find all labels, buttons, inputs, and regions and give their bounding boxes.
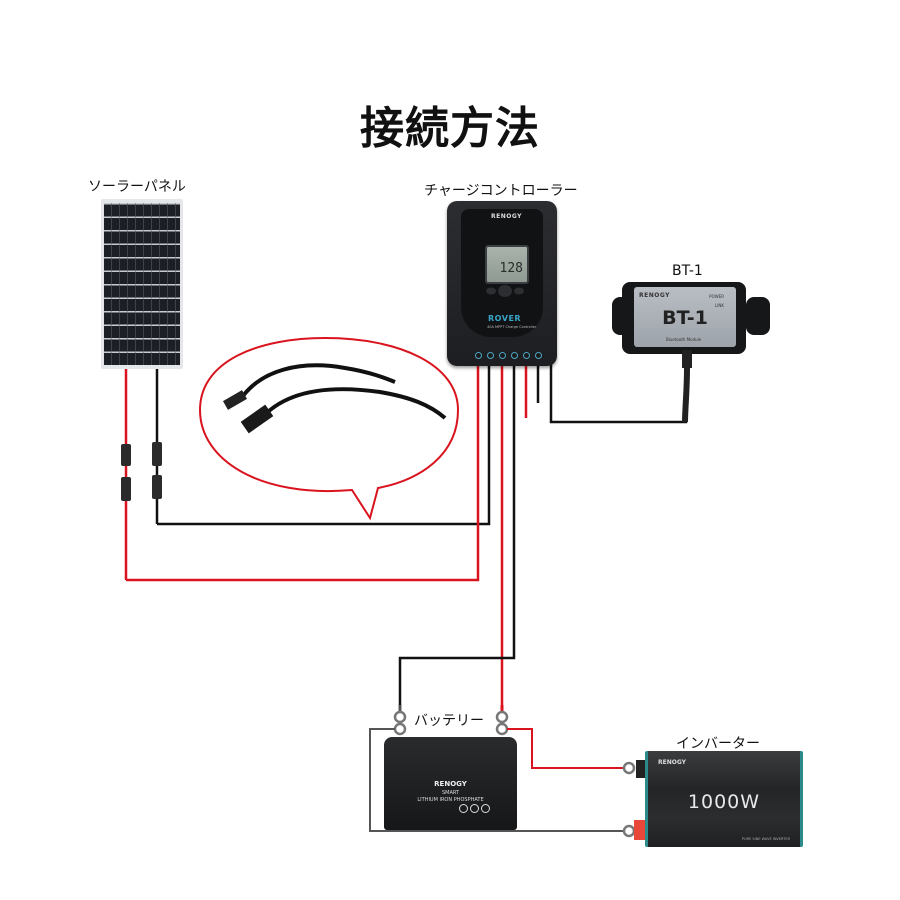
battery: RENOGY SMART LITHIUM IRON PHOSPHATE	[384, 737, 517, 830]
cert-icon	[459, 804, 468, 813]
inverter-ring-pos	[622, 761, 636, 775]
bt-indicator-power: POWER	[709, 294, 724, 299]
pv-negative-run	[157, 364, 491, 526]
controller-buttons[interactable]	[485, 284, 525, 298]
battery-brand: RENOGY	[434, 780, 467, 788]
bt-module-face: RENOGY POWER LINK BT-1 Bluetooth Module	[634, 287, 736, 347]
inverter-terminal-positive	[634, 820, 648, 840]
bt-face-text: BT-1	[662, 307, 708, 329]
lcd-value: 128	[499, 261, 523, 276]
ring-terminal-pos-top	[495, 710, 509, 724]
pv-positive-run	[126, 364, 480, 582]
connector-negative-top	[152, 442, 162, 466]
controller-brand: RENOGY	[491, 213, 522, 220]
controller-terminal	[475, 352, 482, 359]
inverter-ring-neg	[622, 824, 636, 838]
battery-line2: LITHIUM IRON PHOSPHATE	[417, 797, 484, 803]
battery-line1: SMART	[441, 790, 460, 796]
controller-lcd: 128	[485, 245, 529, 284]
battery-negative-run	[398, 364, 516, 705]
charge-controller-label: チャージコントローラー	[424, 183, 578, 199]
connector-positive-bottom	[121, 477, 131, 501]
bt-cable	[682, 350, 692, 423]
controller-model: ROVER	[488, 314, 522, 323]
connector-positive-top	[121, 444, 131, 466]
page-title: 接続方法	[360, 103, 540, 154]
inverter-rating: 1000W	[687, 791, 761, 813]
mc4-cable-upper	[238, 363, 396, 402]
ring-terminal-neg-top	[393, 710, 407, 724]
inverter-negative-run	[369, 728, 624, 832]
inverter-positive-run	[507, 728, 624, 769]
battery-cert-icons	[458, 799, 491, 818]
controller-terminal	[523, 352, 530, 359]
mc4-female-connector	[240, 404, 274, 434]
inverter-brand: RENOGY	[658, 759, 686, 766]
ring-terminal-neg-bottom	[393, 722, 407, 736]
bt-brand: RENOGY	[639, 292, 670, 299]
bt-module-label: BT-1	[672, 263, 703, 279]
controller-terminal	[535, 352, 542, 359]
mc4-cable-lower	[258, 387, 447, 422]
battery-label: バッテリー	[414, 713, 484, 729]
controller-terminal	[499, 352, 506, 359]
ring-terminal-pos-bottom	[495, 722, 509, 736]
bt-mount-ear-right	[746, 297, 770, 335]
solar-panel	[101, 199, 183, 369]
cert-icon	[470, 804, 479, 813]
inverter-label: インバーター	[676, 736, 760, 752]
controller-model-subtitle: 40A MPPT Charge Controller	[487, 325, 537, 329]
connector-negative-bottom	[152, 475, 162, 499]
inverter-footnote: PURE SINE WAVE INVERTER	[742, 837, 790, 841]
solar-panel-label: ソーラーパネル	[88, 179, 186, 195]
controller-terminal	[511, 352, 518, 359]
bt-comm-cable	[549, 364, 688, 424]
mc4-male-connector	[222, 390, 248, 410]
cert-icon	[481, 804, 490, 813]
bt-footer: Bluetooth Module	[666, 337, 702, 342]
inverter: RENOGY 1000W PURE SINE WAVE INVERTER	[645, 751, 803, 847]
controller-terminal	[487, 352, 494, 359]
bt-indicator-link: LINK	[714, 303, 724, 308]
